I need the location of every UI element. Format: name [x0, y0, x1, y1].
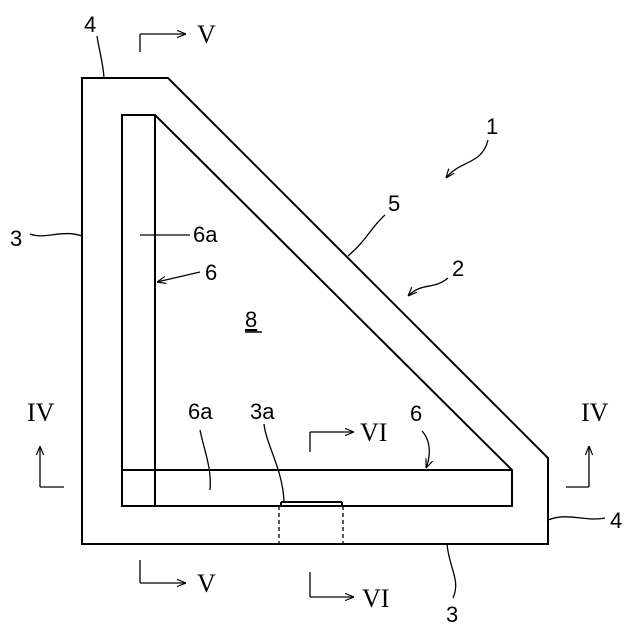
- label-3-bottom: 3: [446, 602, 458, 627]
- label-2: 2: [452, 256, 464, 281]
- section-label-vi-top: VI: [360, 418, 387, 447]
- label-4-right: 4: [610, 508, 622, 533]
- leader-3-bottom: [447, 544, 456, 598]
- arrow-2: [408, 278, 448, 296]
- notch-3a-hidden: [279, 506, 343, 544]
- label-8: 8: [245, 307, 257, 332]
- label-5: 5: [388, 191, 400, 216]
- section-label-v-top: V: [197, 20, 216, 49]
- label-3a: 3a: [250, 399, 275, 424]
- arrow-1: [446, 140, 488, 178]
- label-4-top: 4: [84, 12, 96, 37]
- leader-3a: [264, 424, 284, 502]
- leader-3-left: [30, 234, 82, 236]
- label-3-left: 3: [10, 226, 22, 251]
- label-6a-horizontal: 6a: [188, 399, 213, 424]
- section-label-iv-right: IV: [581, 398, 609, 427]
- arrow-6-vertical: [157, 272, 200, 282]
- leader-5: [348, 215, 385, 256]
- leader-6a-horizontal: [200, 430, 210, 490]
- leader-4-top: [97, 36, 104, 78]
- section-label-v-bottom: V: [197, 569, 216, 598]
- section-label-iv-left: IV: [27, 398, 55, 427]
- section-label-vi-bottom: VI: [362, 584, 389, 613]
- label-1: 1: [486, 114, 498, 139]
- inner-opening: [122, 115, 512, 506]
- outer-frame: [82, 78, 548, 544]
- label-6-horizontal: 6: [410, 401, 422, 426]
- leader-4-right: [548, 517, 605, 520]
- arrow-6-horizontal: [422, 431, 429, 468]
- label-6-vertical: 6: [205, 260, 217, 285]
- label-6a-vertical: 6a: [193, 222, 218, 247]
